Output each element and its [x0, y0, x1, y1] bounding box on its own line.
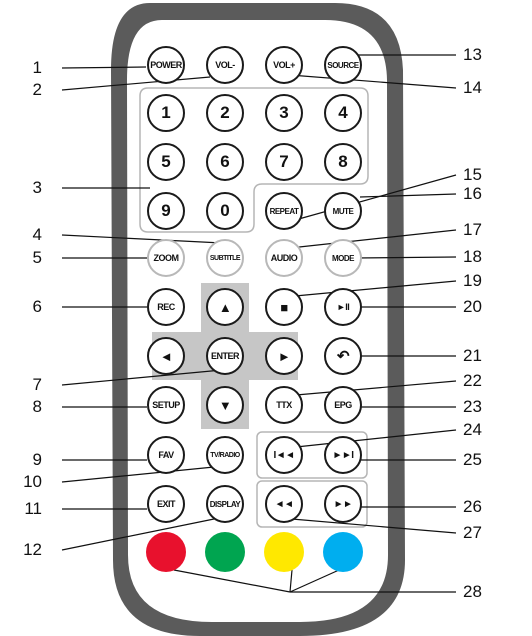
callout-line-19 — [294, 280, 457, 297]
right-button[interactable]: ► — [265, 337, 303, 375]
callout-line-24 — [295, 429, 457, 448]
callout-number-24: 24 — [463, 420, 482, 439]
repeat-button[interactable]: REPEAT — [265, 192, 303, 230]
rewind-button[interactable]: ◄◄ — [265, 485, 303, 523]
callout-line-27 — [279, 517, 457, 534]
num-8-button[interactable]: 8 — [324, 143, 362, 181]
green-color-button[interactable] — [205, 532, 245, 572]
callout-number-11: 11 — [24, 499, 42, 518]
callout-number-21: 21 — [463, 346, 482, 365]
down-button[interactable]: ▼ — [206, 386, 244, 424]
callout-line-17 — [289, 229, 457, 249]
callout-line-1 — [61, 66, 147, 69]
vol-up-button[interactable]: VOL+ — [265, 46, 303, 84]
callout-line-15 — [287, 174, 457, 223]
audio-button[interactable]: AUDIO — [265, 239, 303, 277]
num-9-button[interactable]: 9 — [147, 192, 185, 230]
color-buttons-group — [146, 532, 363, 572]
exit-button[interactable]: EXIT — [147, 485, 185, 523]
callout-line-28-red — [173, 569, 291, 593]
callout-number-5: 5 — [32, 248, 42, 267]
callout-number-13: 13 — [463, 45, 482, 64]
callout-number-26: 26 — [463, 497, 482, 516]
prev-button[interactable]: I◄◄ — [265, 436, 303, 474]
num-0-button[interactable]: 0 — [206, 192, 244, 230]
mode-button[interactable]: MODE — [324, 239, 362, 277]
callout-line-16 — [359, 193, 457, 198]
callout-number-7: 7 — [32, 375, 42, 394]
callout-number-6: 6 — [32, 297, 42, 316]
callout-line-28-yellow — [289, 569, 293, 593]
callout-number-23: 23 — [463, 397, 482, 416]
power-button[interactable]: POWER — [147, 46, 185, 84]
number-pad-group — [139, 87, 369, 233]
callout-number-16: 16 — [463, 184, 482, 203]
callout-number-10: 10 — [23, 472, 42, 491]
mute-button[interactable]: MUTE — [324, 192, 362, 230]
callout-number-2: 2 — [32, 80, 42, 99]
num-1-button[interactable]: 1 — [147, 94, 185, 132]
num-7-button[interactable]: 7 — [265, 143, 303, 181]
callout-leader-lines — [61, 54, 457, 593]
num-6-button[interactable]: 6 — [206, 143, 244, 181]
callout-line-12 — [61, 518, 215, 551]
return-button[interactable]: ↶ — [324, 337, 362, 375]
callout-line-4 — [61, 234, 223, 244]
num-2-button[interactable]: 2 — [206, 94, 244, 132]
stop-button[interactable]: ■ — [265, 288, 303, 326]
rec-button[interactable]: REC — [147, 288, 185, 326]
ttx-button[interactable]: TTX — [265, 386, 303, 424]
callout-number-15: 15 — [463, 165, 482, 184]
left-button[interactable]: ◄ — [147, 337, 185, 375]
yellow-color-button[interactable] — [264, 532, 304, 572]
callout-number-20: 20 — [463, 297, 482, 316]
zoom-button[interactable]: ZOOM — [147, 239, 185, 277]
callout-number-27: 27 — [463, 523, 482, 542]
callout-number-1: 1 — [32, 58, 42, 77]
callout-number-17: 17 — [463, 220, 482, 239]
callout-number-25: 25 — [463, 450, 482, 469]
num-5-button[interactable]: 5 — [147, 143, 185, 181]
enter-button[interactable]: ENTER — [206, 337, 244, 375]
callout-line-14 — [289, 74, 457, 89]
callout-line-22 — [295, 380, 457, 396]
callout-line-18 — [354, 256, 457, 259]
callout-number-8: 8 — [32, 397, 42, 416]
next-button[interactable]: ►►I — [324, 436, 362, 474]
callout-line-28-blue — [289, 569, 340, 593]
callout-number-12: 12 — [23, 540, 42, 559]
skip-group — [256, 431, 368, 479]
callout-number-3: 3 — [32, 178, 42, 197]
callout-number-9: 9 — [32, 450, 42, 469]
subtitle-button[interactable]: SUBTITLE — [206, 239, 244, 277]
callout-number-22: 22 — [463, 371, 482, 390]
vol-down-button[interactable]: VOL- — [206, 46, 244, 84]
remote-face — [127, 20, 388, 622]
callout-line-7 — [61, 369, 223, 386]
epg-button[interactable]: EPG — [324, 386, 362, 424]
source-button[interactable]: SOURCE — [324, 46, 362, 84]
callout-number-14: 14 — [463, 78, 482, 97]
callout-line-10 — [61, 466, 215, 483]
red-color-button[interactable] — [146, 532, 186, 572]
callout-number-28: 28 — [463, 582, 482, 601]
num-3-button[interactable]: 3 — [265, 94, 303, 132]
tv-radio-button[interactable]: TV/RADIO — [206, 436, 244, 474]
up-button[interactable]: ▲ — [206, 288, 244, 326]
fav-button[interactable]: FAV — [147, 436, 185, 474]
blue-color-button[interactable] — [323, 532, 363, 572]
callout-number-18: 18 — [463, 247, 482, 266]
callout-line-2 — [61, 76, 211, 91]
search-group — [256, 480, 368, 528]
fast-forward-button[interactable]: ►► — [324, 485, 362, 523]
callout-number-4: 4 — [32, 225, 42, 244]
callout-number-19: 19 — [463, 271, 482, 290]
num-4-button[interactable]: 4 — [324, 94, 362, 132]
play-pause-button[interactable]: ►II — [324, 288, 362, 326]
display-button[interactable]: DISPLAY — [206, 485, 244, 523]
setup-button[interactable]: SETUP — [147, 386, 185, 424]
